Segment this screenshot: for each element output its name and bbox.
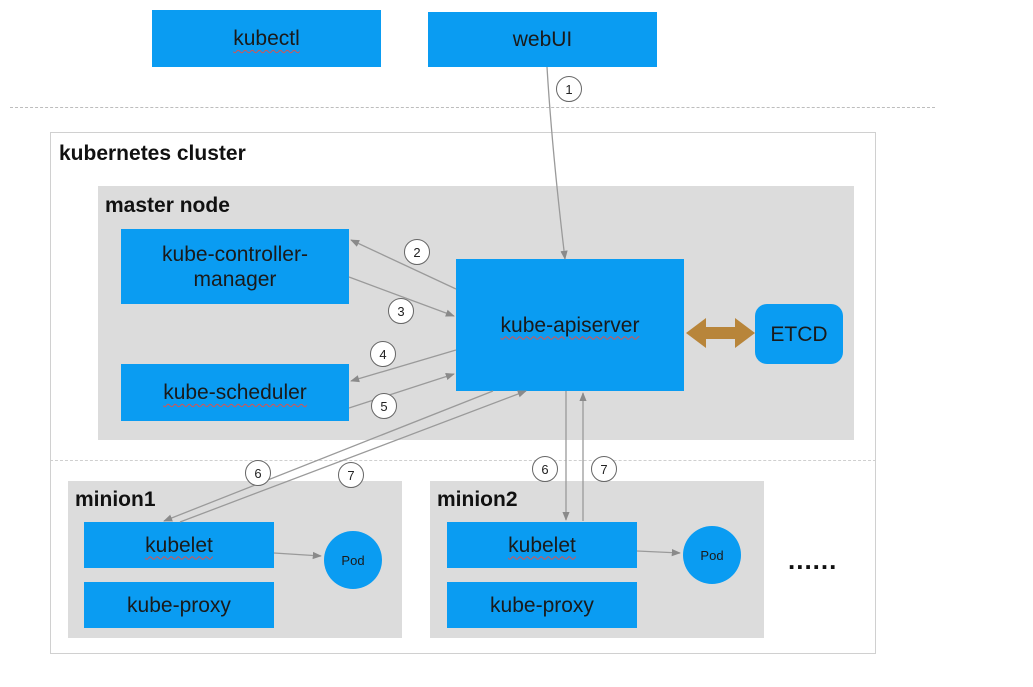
arrow-5 (348, 373, 455, 409)
cluster-title: kubernetes cluster (59, 142, 246, 165)
minion2-title: minion2 (437, 488, 518, 511)
arrow-minion2-kubelet-to-pod (636, 548, 681, 557)
minion1-kubelet-label: kubelet (145, 533, 213, 557)
step-3-badge: 3 (388, 298, 414, 324)
client-separator (10, 107, 935, 108)
step-6-minion2-badge: 6 (532, 456, 558, 482)
minion2-pod: Pod (683, 526, 741, 584)
step-4-badge: 4 (370, 341, 396, 367)
minion1-pod-label: Pod (341, 552, 365, 568)
arrow-6-minion1 (163, 390, 494, 522)
kube-scheduler-box: kube-scheduler (121, 364, 349, 421)
step-1-badge: 1 (556, 76, 582, 102)
apiserver-etcd-double-arrow (686, 318, 755, 348)
step-5-badge: 5 (371, 393, 397, 419)
minion1-title: minion1 (75, 488, 156, 511)
kube-controller-manager-box: kube-controller- manager (121, 229, 349, 304)
more-minions-ellipsis: ...... (788, 545, 838, 575)
kubectl-box: kubectl (152, 10, 381, 67)
arrow-minion1-kubelet-to-pod (273, 551, 322, 560)
minion2-pod-label: Pod (700, 547, 724, 563)
minion-separator (50, 460, 876, 461)
etcd-box: ETCD (755, 304, 843, 364)
arrow-2 (350, 239, 457, 290)
arrow-7-minion1 (179, 390, 527, 523)
minion1-pod: Pod (324, 531, 382, 589)
minion1-kubelet-box: kubelet (84, 522, 274, 568)
arrow-1-webui-to-apiserver (546, 66, 568, 260)
minion2-kube-proxy-box: kube-proxy (447, 582, 637, 628)
step-6-minion1-badge: 6 (245, 460, 271, 486)
minion2-kubelet-box: kubelet (447, 522, 637, 568)
kube-apiserver-box: kube-apiserver (456, 259, 684, 391)
etcd-label: ETCD (770, 322, 828, 346)
kube-controller-manager-label: kube-controller- manager (162, 242, 308, 291)
minion2-kubelet-label: kubelet (508, 533, 576, 557)
master-node-title: master node (105, 194, 230, 217)
webui-label: webUI (512, 28, 573, 51)
step-7-minion1-badge: 7 (338, 462, 364, 488)
webui-box: webUI (428, 12, 657, 67)
minion1-kube-proxy-box: kube-proxy (84, 582, 274, 628)
arrow-4 (350, 349, 457, 383)
step-2-badge: 2 (404, 239, 430, 265)
step-7-minion2-badge: 7 (591, 456, 617, 482)
kube-scheduler-label: kube-scheduler (163, 381, 307, 404)
minion2-kube-proxy-label: kube-proxy (490, 593, 594, 617)
kubectl-label: kubectl (233, 27, 300, 50)
kube-apiserver-label: kube-apiserver (500, 313, 640, 337)
minion1-kube-proxy-label: kube-proxy (127, 593, 231, 617)
arrow-3 (348, 276, 455, 317)
